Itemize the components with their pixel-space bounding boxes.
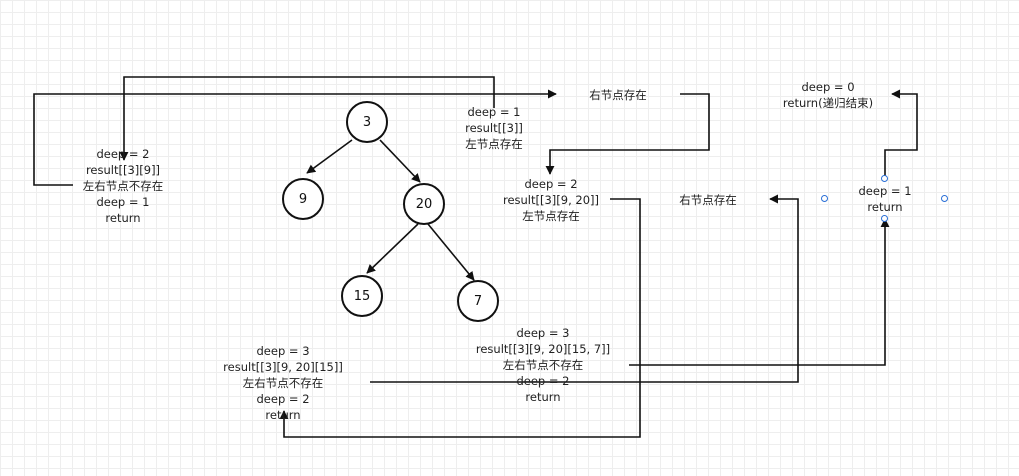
selection-handle-right[interactable]: [941, 195, 948, 202]
arrow-deep2-left-to-right-exists: [33, 89, 557, 186]
label-deep3-left: deep = 3 result[[3][9, 20][15]] 左右节点不存在 …: [223, 344, 343, 422]
selection-handle-left[interactable]: [821, 195, 828, 202]
arrow-deep2-right-to-deep3-left: [279, 198, 641, 438]
label-deep1-return: deep = 1 return: [858, 184, 912, 214]
arrow-deep3-left-to-right-exists: [370, 194, 799, 383]
arrow-deep1-return-to-deep0: [884, 89, 918, 176]
label-deep3-right: deep = 3 result[[3][9, 20][15, 7]] 左右节点不…: [475, 326, 611, 404]
label-deep2-right: deep = 2 result[[3][9, 20]] 左节点存在: [502, 177, 600, 223]
tree-edge-3-9: [306, 139, 353, 174]
tree-node-20: 20: [403, 183, 445, 225]
arrow-deep1-to-deep2-left: [119, 76, 495, 161]
selection-handle-bottom[interactable]: [881, 215, 888, 222]
tree-edge-20-15: [366, 223, 419, 274]
tree-node-15: 15: [341, 275, 383, 317]
label-right-exists-mid: 右节点存在: [679, 193, 737, 207]
tree-edge-20-7: [427, 223, 475, 281]
selection-handle-top[interactable]: [881, 175, 888, 182]
label-deep0-end: deep = 0 return(递归结束): [782, 80, 874, 110]
tree-node-3: 3: [346, 101, 388, 143]
label-deep1-root: deep = 1 result[[3]] 左节点存在: [465, 105, 523, 151]
label-right-exists-top: 右节点存在: [589, 88, 647, 102]
tree-node-7: 7: [457, 280, 499, 322]
label-deep2-left: deep = 2 result[[3][9]] 左右节点不存在 deep = 1…: [82, 147, 164, 225]
tree-edge-3-20: [379, 139, 421, 183]
arrow-right-exists-to-deep2-right: [545, 93, 710, 175]
arrow-deep3-right-to-deep1-return: [629, 218, 890, 366]
tree-node-9: 9: [282, 178, 324, 220]
